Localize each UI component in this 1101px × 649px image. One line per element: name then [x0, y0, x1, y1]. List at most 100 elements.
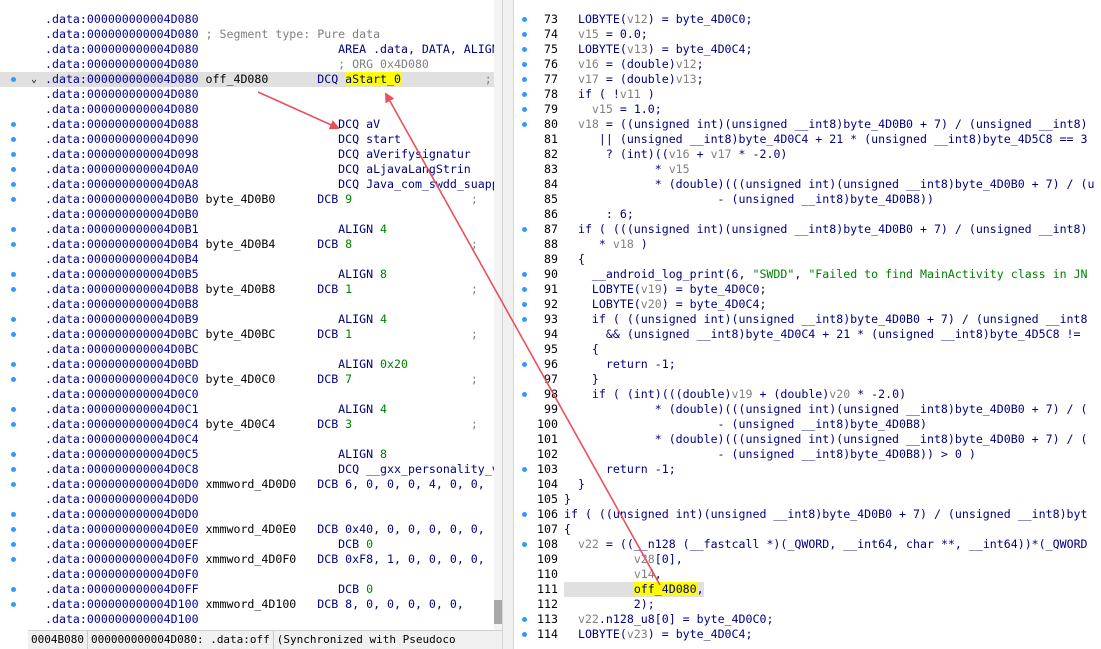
breakpoint-dot-icon[interactable]	[11, 242, 16, 247]
ida-line[interactable]: .data:000000000004D100 xmmword_4D100 DCB…	[0, 597, 494, 612]
variable-token[interactable]: v18	[612, 237, 634, 251]
ida-label[interactable]: byte_4D0BC	[205, 327, 276, 341]
ida-line[interactable]: .data:000000000004D0C0 byte_4D0C0 DCB 7 …	[0, 372, 494, 387]
ida-view-pane[interactable]: .data:000000000004D080.data:000000000004…	[0, 0, 502, 649]
variable-token[interactable]: v16	[577, 57, 599, 71]
ida-line[interactable]: .data:000000000004D0B4 byte_4D0B4 DCB 8 …	[0, 237, 494, 252]
variable-token[interactable]: v15	[577, 27, 599, 41]
ida-line[interactable]: .data:000000000004D0BC byte_4D0BC DCB 1 …	[0, 327, 494, 342]
breakpoint-dot-icon[interactable]	[11, 527, 16, 532]
ida-line[interactable]: .data:000000000004D0A0 DCQ aLjavaLangStr…	[0, 162, 499, 177]
ida-line[interactable]: .data:000000000004D0A8 DCQ Java_com_swdd…	[0, 177, 502, 192]
breakpoint-dot-icon[interactable]	[522, 287, 527, 292]
breakpoint-dot-icon[interactable]	[522, 317, 527, 322]
breakpoint-dot-icon[interactable]	[11, 452, 16, 457]
breakpoint-dot-icon[interactable]	[11, 512, 16, 517]
ida-line[interactable]: .data:000000000004D0C5 ALIGN 8	[0, 447, 494, 462]
breakpoint-dot-icon[interactable]	[522, 47, 527, 52]
pseudocode-line[interactable]: 75 LOBYTE(v13) = byte_4D0C4;	[514, 42, 1101, 57]
pseudocode-line[interactable]: 80 v18 = ((unsigned int)(unsigned __int8…	[514, 117, 1101, 132]
variable-token[interactable]: v19	[640, 282, 662, 296]
breakpoint-dot-icon[interactable]	[522, 512, 527, 517]
pseudocode-line[interactable]: 74 v15 = 0.0;	[514, 27, 1101, 42]
ida-line[interactable]: .data:000000000004D0C4 byte_4D0C4 DCB 3 …	[0, 417, 494, 432]
pseudocode-line[interactable]: 105}	[514, 492, 1101, 507]
breakpoint-dot-icon[interactable]	[11, 227, 16, 232]
ida-label[interactable]: byte_4D0B4	[205, 237, 276, 251]
pseudocode-line[interactable]: 92 LOBYTE(v20) = byte_4D0C4;	[514, 297, 1101, 312]
ida-line[interactable]: .data:000000000004D100 ;	[0, 612, 499, 627]
variable-token[interactable]: v15	[668, 162, 690, 176]
ida-line[interactable]: .data:000000000004D0E0 xmmword_4D0E0 DCB…	[0, 522, 494, 537]
ida-label[interactable]: xmmword_4D0D0	[205, 477, 297, 491]
ida-highlighted-symbol[interactable]: aStart_0	[345, 72, 401, 86]
ida-line[interactable]: .data:000000000004D0B1 ALIGN 4	[0, 222, 494, 237]
pseudocode-line[interactable]: 86 : 6;	[514, 207, 1101, 222]
breakpoint-dot-icon[interactable]	[522, 632, 527, 637]
breakpoint-dot-icon[interactable]	[11, 152, 16, 157]
pseudocode-line[interactable]: 88 * v18 )	[514, 237, 1101, 252]
variable-token[interactable]: v13	[626, 42, 648, 56]
ida-line[interactable]: .data:000000000004D0EF DCB 0	[0, 537, 494, 552]
variable-token[interactable]: v16	[668, 147, 690, 161]
ida-line[interactable]: .data:000000000004D0B0 ;	[0, 207, 499, 222]
ida-line[interactable]: ⌄.data:000000000004D080 off_4D080 DCQ aS…	[0, 72, 494, 87]
ida-line[interactable]: .data:000000000004D0BD ALIGN 0x20	[0, 357, 494, 372]
ida-line[interactable]: .data:000000000004D0D0 ;	[0, 507, 499, 522]
breakpoint-dot-icon[interactable]	[11, 467, 16, 472]
pseudocode-line[interactable]: 76 v16 = (double)v12;	[514, 57, 1101, 72]
ida-label[interactable]: xmmword_4D0E0	[205, 522, 297, 536]
ida-line[interactable]: .data:000000000004D0B8 ;	[0, 297, 499, 312]
ida-line[interactable]: .data:000000000004D080 ; Segment type: P…	[0, 27, 494, 42]
breakpoint-dot-icon[interactable]	[11, 272, 16, 277]
pseudocode-line[interactable]: 87 if ( (((unsigned int)(unsigned __int8…	[514, 222, 1101, 237]
breakpoint-dot-icon[interactable]	[522, 227, 527, 232]
breakpoint-dot-icon[interactable]	[522, 542, 527, 547]
breakpoint-dot-icon[interactable]	[522, 32, 527, 37]
variable-token[interactable]: v20	[640, 297, 662, 311]
ida-line[interactable]: .data:000000000004D0BC ;	[0, 342, 499, 357]
ida-label[interactable]: xmmword_4D0F0	[205, 552, 297, 566]
collapse-chevron-icon[interactable]: ⌄	[31, 74, 38, 85]
breakpoint-dot-icon[interactable]	[11, 182, 16, 187]
ida-line[interactable]: .data:000000000004D0D0 xmmword_4D0D0 DCB…	[0, 477, 494, 492]
breakpoint-dot-icon[interactable]	[11, 557, 16, 562]
ida-line[interactable]: .data:000000000004D0C1 ALIGN 4	[0, 402, 494, 417]
pseudocode-line[interactable]: 114 LOBYTE(v23) = byte_4D0C4;	[514, 627, 1101, 642]
variable-token[interactable]: v19	[731, 387, 753, 401]
pane-splitter[interactable]	[502, 0, 514, 649]
ida-line[interactable]: .data:000000000004D080 ;	[0, 87, 499, 102]
pseudocode-line[interactable]: 99 * (double)(((unsigned int)(unsigned _…	[514, 402, 1101, 417]
pseudocode-line[interactable]: 94 && (unsigned __int8)byte_4D0C4 + 21 *…	[514, 327, 1101, 342]
pseudocode-line[interactable]: 95 {	[514, 342, 1101, 357]
ida-line[interactable]: .data:000000000004D0D0 ;	[0, 492, 499, 507]
breakpoint-dot-icon[interactable]	[11, 77, 16, 82]
breakpoint-dot-icon[interactable]	[11, 422, 16, 427]
breakpoint-dot-icon[interactable]	[11, 377, 16, 382]
pseudocode-line[interactable]: 112 2);	[514, 597, 1101, 612]
pseudocode-line[interactable]: 93 if ( ((unsigned int)(unsigned __int8)…	[514, 312, 1101, 327]
variable-token[interactable]: v12	[626, 12, 648, 26]
pseudocode-line[interactable]: 77 v17 = (double)v13;	[514, 72, 1101, 87]
ida-line[interactable]: .data:000000000004D098 DCQ aVerifysignat…	[0, 147, 499, 162]
breakpoint-dot-icon[interactable]	[522, 107, 527, 112]
variable-token[interactable]: v20	[829, 387, 851, 401]
ida-line[interactable]: .data:000000000004D080 AREA .data, DATA,…	[0, 42, 502, 57]
breakpoint-dot-icon[interactable]	[522, 92, 527, 97]
breakpoint-dot-icon[interactable]	[522, 392, 527, 397]
breakpoint-dot-icon[interactable]	[11, 197, 16, 202]
breakpoint-dot-icon[interactable]	[11, 287, 16, 292]
breakpoint-dot-icon[interactable]	[522, 467, 527, 472]
ida-line[interactable]: .data:000000000004D0B9 ALIGN 4	[0, 312, 494, 327]
pseudocode-line[interactable]: 91 LOBYTE(v19) = byte_4D0C0;	[514, 282, 1101, 297]
pseudocode-line[interactable]: 96 return -1;	[514, 357, 1101, 372]
pseudocode-line[interactable]: 79 v15 = 1.0;	[514, 102, 1101, 117]
variable-token[interactable]: v17	[577, 72, 599, 86]
pseudocode-line[interactable]: 108 v22 = ((__n128 (__fastcall *)(_QWORD…	[514, 537, 1101, 552]
ida-line[interactable]: .data:000000000004D0FF DCB 0	[0, 582, 494, 597]
variable-token[interactable]: v22	[577, 612, 599, 626]
breakpoint-dot-icon[interactable]	[11, 122, 16, 127]
ida-line[interactable]: .data:000000000004D0F0 xmmword_4D0F0 DCB…	[0, 552, 494, 567]
breakpoint-dot-icon[interactable]	[522, 17, 527, 22]
